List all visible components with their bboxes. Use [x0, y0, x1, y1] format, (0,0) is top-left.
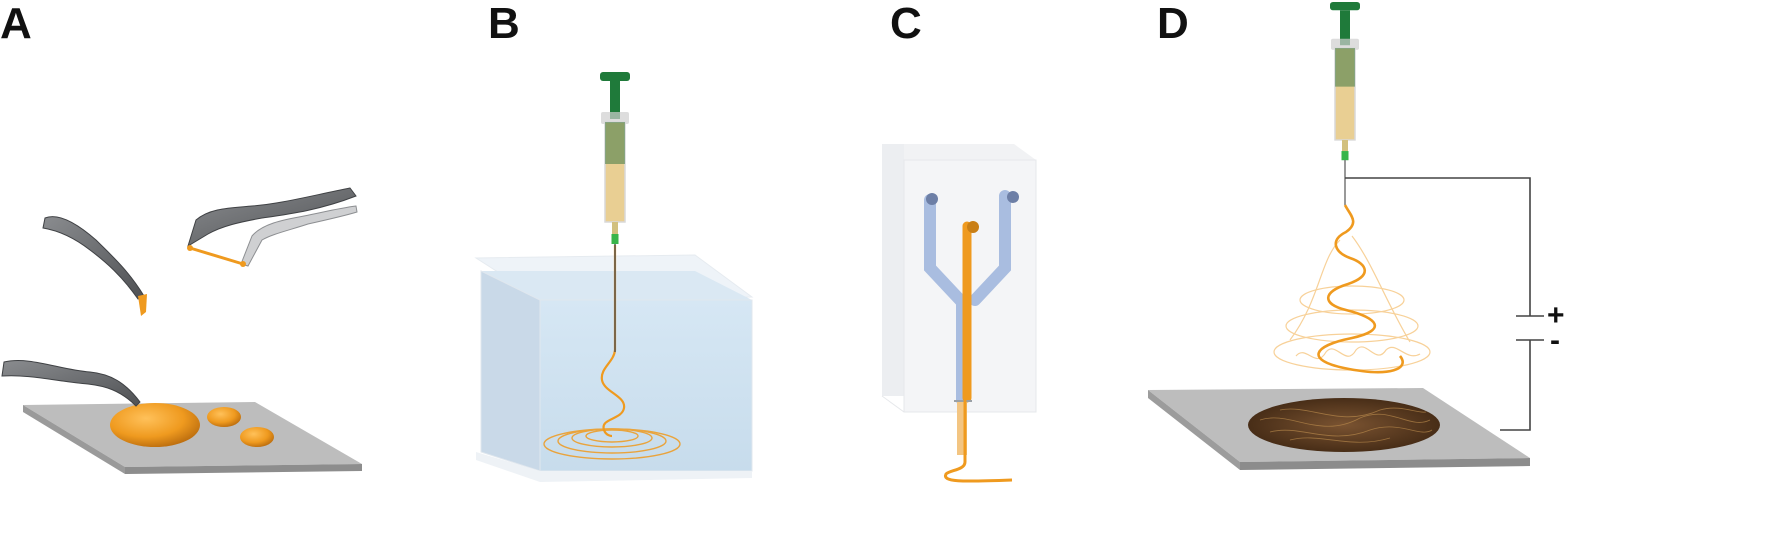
panel-label-c: C	[890, 0, 922, 48]
polymer-droplet-small	[240, 427, 274, 447]
polymer-droplet-large	[110, 403, 200, 447]
panel-c-microfluidic	[881, 144, 1037, 483]
fiber-mat	[1248, 398, 1440, 452]
panel-d-electrospinning: + -	[1148, 1, 1565, 470]
tweezers-icon	[1, 360, 141, 407]
polymer-droplet-medium	[207, 407, 241, 427]
syringe-icon	[1329, 1, 1361, 161]
drawn-fiber	[189, 246, 244, 266]
fiber-coil	[543, 428, 681, 460]
collector-plate-icon	[1148, 388, 1530, 470]
panel-a-drawing	[1, 187, 362, 474]
tweezers-icon	[42, 216, 147, 316]
negative-terminal-label: -	[1550, 324, 1560, 357]
sheath-channels	[924, 190, 1011, 406]
panel-label-d: D	[1157, 0, 1189, 48]
tweezers-icon	[187, 187, 358, 267]
extruded-fiber	[943, 398, 1013, 483]
syringe-icon	[599, 71, 631, 245]
substrate-plate-a	[23, 402, 362, 474]
panel-label-a: A	[0, 0, 32, 48]
positive-terminal-label: +	[1547, 299, 1565, 332]
spun-fiber	[600, 245, 626, 438]
panel-b-wet-spinning	[474, 71, 754, 482]
whipping-fiber-jet	[1273, 204, 1431, 374]
power-supply-icon	[1345, 177, 1544, 431]
panel-label-b: B	[488, 0, 520, 48]
